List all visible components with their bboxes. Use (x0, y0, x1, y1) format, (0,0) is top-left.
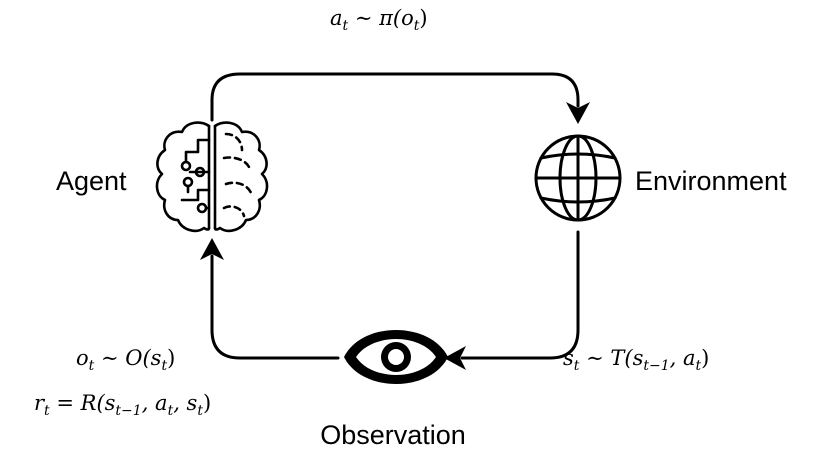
observation-formula: ot ∼ O(st) (76, 346, 175, 374)
action-arrowhead (566, 102, 590, 124)
observation-label: Observation (320, 420, 466, 450)
action-arrow-line (210, 72, 580, 122)
action-formula: at ∼ π(ot) (330, 6, 428, 34)
agent-node: Agent (56, 121, 269, 233)
feedback-edge (200, 238, 340, 360)
observation-node: Observation (320, 330, 466, 450)
transition-edge (444, 230, 580, 370)
feedback-arrowhead (200, 238, 224, 260)
brain-icon (155, 121, 269, 233)
transition-arrowhead (444, 346, 466, 370)
feedback-arrow-line (210, 254, 340, 360)
environment-label: Environment (635, 166, 787, 196)
reward-formula: rt = R(st−1, at, st) (34, 391, 211, 419)
globe-icon (534, 134, 622, 222)
environment-node: Environment (534, 134, 787, 222)
action-edge (210, 72, 590, 124)
eye-icon (344, 330, 448, 384)
transition-arrow-line (460, 230, 580, 360)
agent-label: Agent (56, 166, 127, 196)
transition-formula: st ∼ T(st−1, at) (563, 346, 709, 374)
